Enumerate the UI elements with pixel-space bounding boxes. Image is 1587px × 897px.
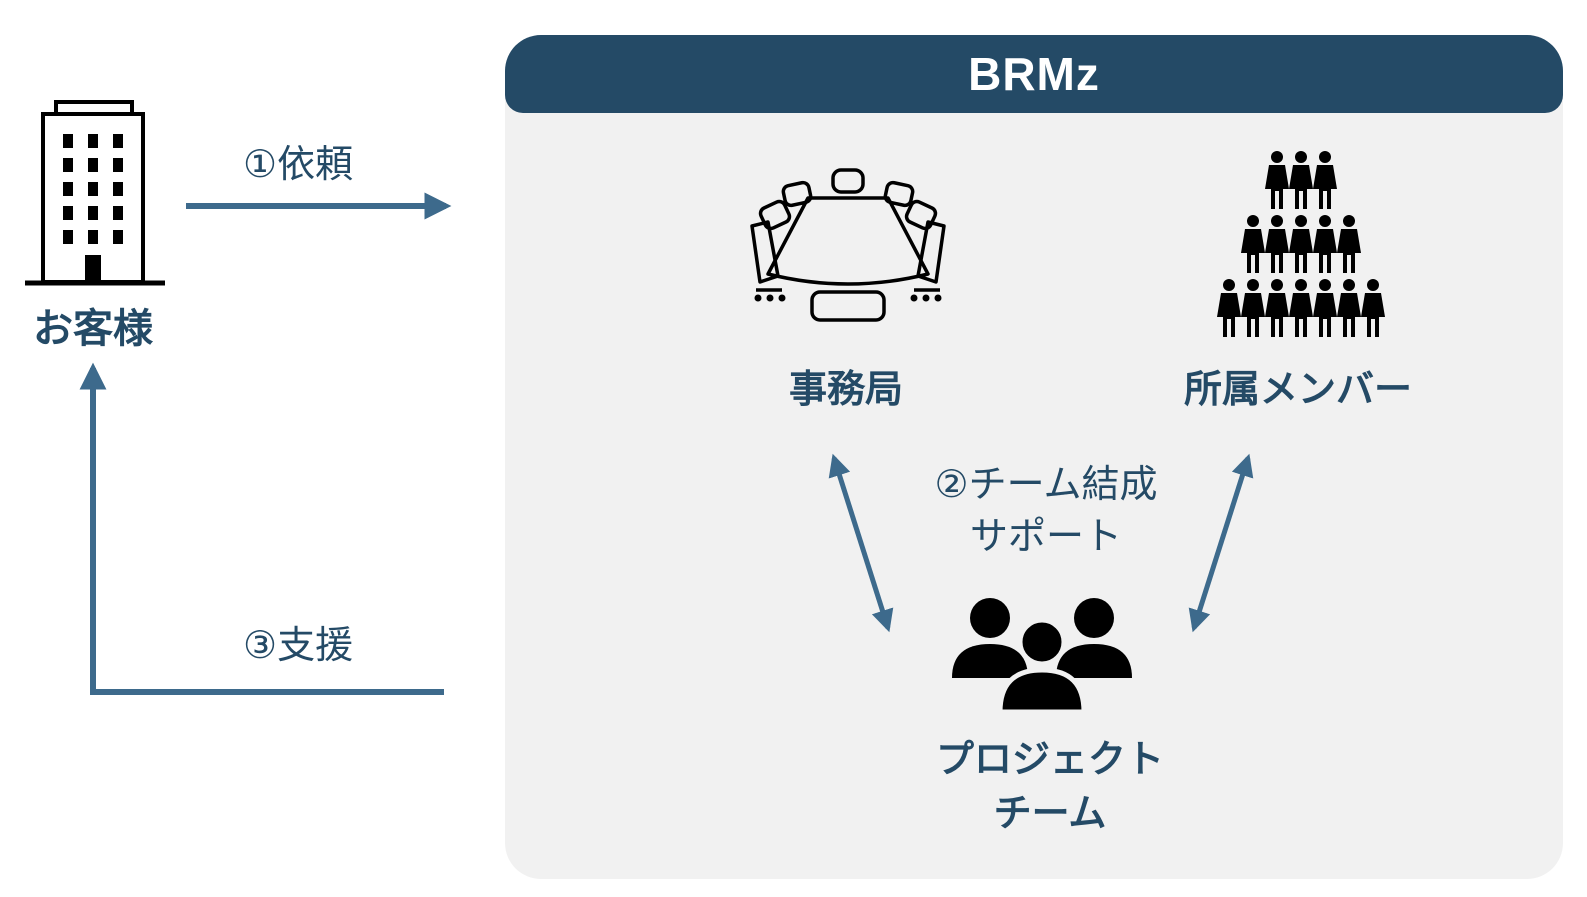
project-team-label-line2: チーム xyxy=(993,791,1107,835)
secretariat-team-arrow xyxy=(828,453,894,633)
team-group-icon xyxy=(952,598,1132,715)
secretariat-label: 事務局 xyxy=(788,367,904,411)
crowd-people-icon xyxy=(1217,151,1385,337)
customer-label: お客様 xyxy=(33,306,153,352)
office-building-icon xyxy=(25,100,165,286)
brmz-panel: BRMz xyxy=(505,35,1563,879)
members-team-arrow xyxy=(1188,453,1254,633)
step-request-label: ①依頼 xyxy=(243,142,354,186)
step-team-support-line1: ②チーム結成 xyxy=(934,462,1158,506)
conference-table-icon xyxy=(750,168,946,322)
project-team-label-line1: プロジェクト xyxy=(935,737,1165,781)
step-team-support-line2: サポート xyxy=(969,514,1123,558)
support-arrow xyxy=(79,362,444,695)
members-label: 所属メンバー xyxy=(1183,367,1413,411)
step-support-label: ③支援 xyxy=(243,623,354,667)
panel-title: BRMz xyxy=(505,35,1563,113)
